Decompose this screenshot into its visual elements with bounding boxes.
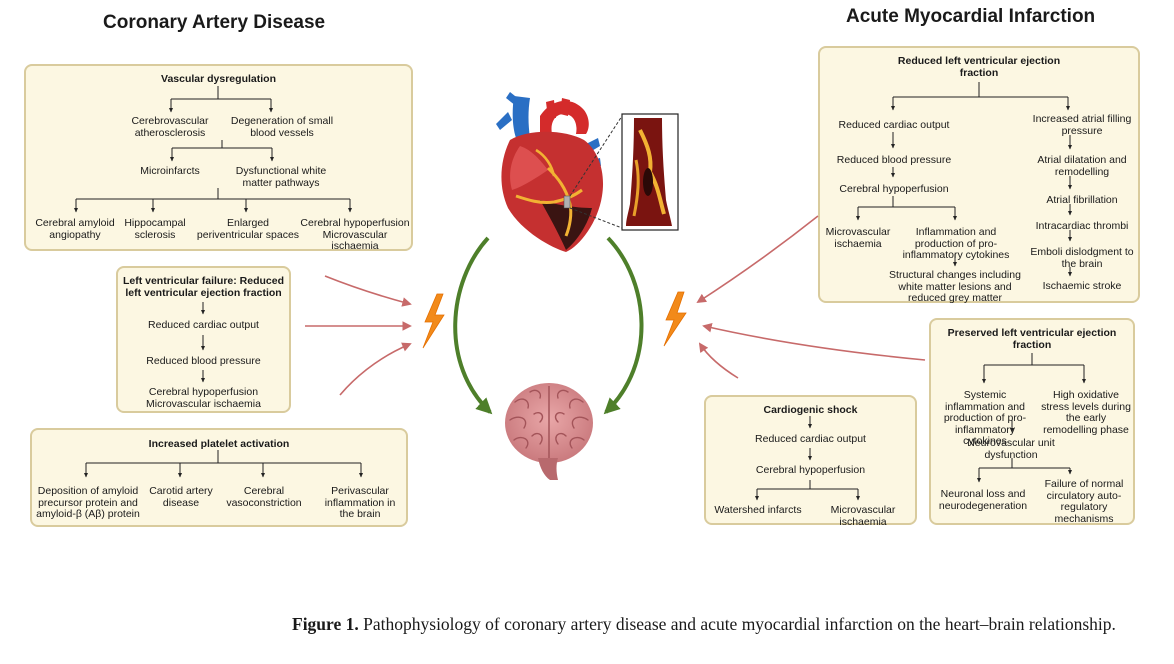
artery-inset-icon xyxy=(621,113,679,231)
lv-failure-step-3: Cerebral hypoperfusion Microvascular isc… xyxy=(146,386,261,410)
lv-failure-step-1: Reduced cardiac output xyxy=(148,319,259,331)
platelet-inflammation: Perivascular inflammation in the brain xyxy=(324,485,396,520)
shock-title: Cardiogenic shock xyxy=(763,404,858,416)
shock-watershed: Watershed infarcts xyxy=(714,504,802,516)
reduced-right-3: Atrial fibrillation xyxy=(1046,194,1118,206)
reduced-right-2: Atrial dilatation and remodelling xyxy=(1037,154,1127,178)
vascular-periventricular: Enlarged periventricular spaces xyxy=(196,217,300,241)
lv-failure-step-2: Reduced blood pressure xyxy=(146,355,261,367)
cardiogenic-shock-box: Cardiogenic shock Reduced cardiac output… xyxy=(704,395,917,528)
vascular-hippocampal: Hippocampal sclerosis xyxy=(124,217,186,241)
figure-caption: Figure 1. Pathophysiology of coronary ar… xyxy=(292,613,1162,636)
preserved-autoregulation: Failure of normal circulatory auto-regul… xyxy=(1044,478,1124,525)
preserved-neurovascular: Neurovascular unit dysfunction xyxy=(967,437,1055,461)
ami-title: Acute Myocardial Infarction xyxy=(846,6,1096,27)
platelet-carotid: Carotid artery disease xyxy=(149,485,213,509)
reduced-lvef-box: Reduced left ventricular ejection fracti… xyxy=(818,46,1140,304)
preserved-title: Preserved left ventricular ejection frac… xyxy=(947,327,1117,351)
caption-text: Pathophysiology of coronary artery disea… xyxy=(363,614,1116,634)
preserved-neuronal-loss: Neuronal loss and neurodegeneration xyxy=(938,488,1028,512)
zoom-lines xyxy=(569,115,623,229)
reduced-right-4: Intracardiac thrombi xyxy=(1035,220,1129,232)
lv-failure-title: Left ventricular failure: Reduced left v… xyxy=(122,275,285,299)
preserved-inflammation: Systemic inflammation and production of … xyxy=(943,389,1027,447)
platelet-vasoconstriction: Cerebral vasoconstriction xyxy=(226,485,302,509)
heart-illustration-icon xyxy=(496,92,604,252)
reduced-left-structural: Structural changes including white matte… xyxy=(889,269,1021,304)
platelet-amyloid: Deposition of amyloid precursor protein … xyxy=(36,485,140,520)
vascular-white-matter: Dysfunctional white matter pathways xyxy=(235,165,327,189)
green-arrow-right xyxy=(603,236,644,415)
red-arrows-left xyxy=(305,275,412,396)
shock-microvascular: Microvascular ischaemia xyxy=(830,504,896,528)
caption-label: Figure 1. xyxy=(292,614,359,634)
vascular-microinfarcts: Microinfarcts xyxy=(140,165,200,177)
preserved-oxidative: High oxidative stress levels during the … xyxy=(1041,389,1131,436)
platelet-activation-box: Increased platelet activation Deposition… xyxy=(30,428,408,527)
reduced-left-3: Cerebral hypoperfusion xyxy=(839,183,949,195)
vascular-dysregulation-box: Vascular dysregulation Cerebrovascular a… xyxy=(24,64,413,252)
reduced-left-2: Reduced blood pressure xyxy=(836,154,952,166)
reduced-left-inflammation: Inflammation and production of pro-infla… xyxy=(902,226,1010,261)
lightning-bolt-right-icon xyxy=(663,291,687,347)
lv-failure-box: Left ventricular failure: Reduced left v… xyxy=(116,266,291,413)
vascular-title: Vascular dysregulation xyxy=(161,73,276,85)
shock-step-2: Cerebral hypoperfusion xyxy=(755,464,866,476)
reduced-left-1: Reduced cardiac output xyxy=(838,119,950,131)
vascular-degeneration: Degeneration of small blood vessels xyxy=(230,115,334,139)
vascular-hypoperfusion: Cerebral hypoperfusion Microvascular isc… xyxy=(300,217,410,252)
vascular-atherosclerosis: Cerebrovascular atherosclerosis xyxy=(131,115,209,139)
lightning-bolt-left-icon xyxy=(422,293,445,349)
shock-step-1: Reduced cardiac output xyxy=(755,433,866,445)
vascular-amyloid: Cerebral amyloid angiopathy xyxy=(35,217,115,241)
reduced-right-1: Increased atrial filling pressure xyxy=(1032,113,1132,137)
reduced-right-5: Emboli dislodgment to the brain xyxy=(1030,246,1134,270)
cad-title: Coronary Artery Disease xyxy=(103,12,326,33)
green-arrow-left xyxy=(453,236,493,415)
brain-illustration-icon xyxy=(505,383,593,480)
platelet-title: Increased platelet activation xyxy=(148,438,290,450)
reduced-left-microvascular: Microvascular ischaemia xyxy=(825,226,891,250)
reduced-right-6: Ischaemic stroke xyxy=(1042,280,1122,292)
preserved-lvef-box: Preserved left ventricular ejection frac… xyxy=(929,318,1135,525)
reduced-lvef-title: Reduced left ventricular ejection fracti… xyxy=(897,55,1061,79)
